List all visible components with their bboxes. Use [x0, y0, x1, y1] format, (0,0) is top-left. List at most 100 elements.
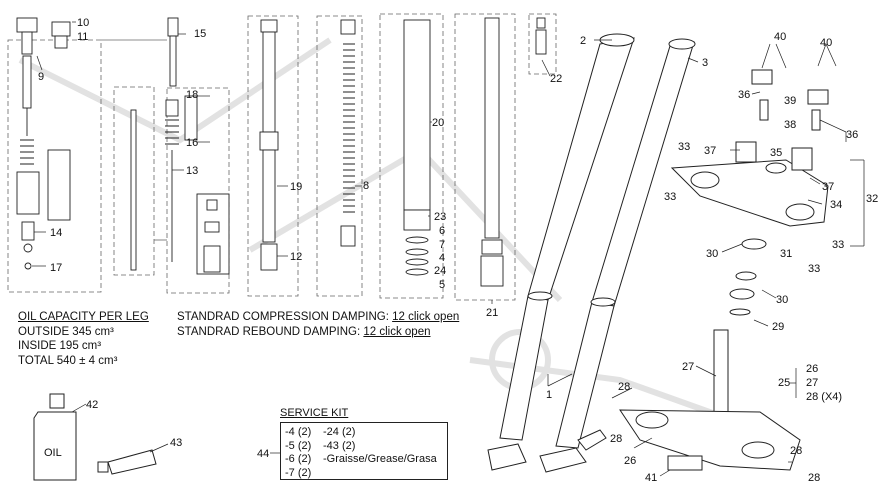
callout: 33 — [832, 239, 844, 251]
inner-cartridge — [480, 17, 547, 287]
kit-item: -24 (2) — [323, 426, 356, 438]
oil-bottle — [33, 393, 77, 481]
box-outer-tube — [379, 13, 444, 299]
callout: 24 — [434, 265, 446, 277]
callout: 39 — [784, 95, 796, 107]
callout: 28 — [790, 445, 802, 457]
kit-item: -6 (2) — [285, 453, 312, 465]
callout: 28 — [618, 381, 630, 393]
callout: 33 — [678, 141, 690, 153]
compression-damping-value: 12 click open — [392, 311, 460, 323]
outer-tube — [403, 19, 431, 276]
callout: 3 — [702, 57, 708, 69]
service-kit-table: -4 (2) -24 (2) -5 (2) -43 (2) -6 (2) -Gr… — [280, 422, 448, 480]
callout: 12 — [290, 251, 302, 263]
callout: 28 (X4) — [806, 391, 842, 403]
callout: 30 — [706, 248, 718, 260]
callout: 38 — [784, 119, 796, 131]
kit-item: -4 (2) — [285, 426, 312, 438]
callout: 37 — [822, 181, 834, 193]
leader-lines — [32, 21, 865, 477]
callout: 30 — [776, 294, 788, 306]
callout: 16 — [186, 137, 198, 149]
callout: 6 — [439, 225, 445, 237]
callout: 20 — [432, 117, 444, 129]
callout: 17 — [50, 262, 62, 274]
callout: 41 — [645, 472, 657, 484]
callout: 31 — [780, 248, 792, 260]
callout: 43 — [170, 437, 182, 449]
callout: 18 — [186, 89, 198, 101]
callout: 28 — [610, 433, 622, 445]
kit-item: -5 (2) — [285, 439, 312, 452]
compression-damping-label: STANDRAD COMPRESSION DAMPING: — [177, 311, 389, 323]
grease-tube — [97, 449, 157, 475]
callout: 40 — [774, 31, 786, 43]
damping-note: STANDRAD COMPRESSION DAMPING: 12 click o… — [177, 310, 459, 339]
box-valves — [166, 87, 230, 294]
callout: 2 — [580, 35, 586, 47]
callout: 13 — [186, 165, 198, 177]
fork-legs — [487, 33, 696, 473]
oil-bottle-label: OIL — [44, 447, 62, 459]
oil-capacity-total: TOTAL 540 ± 4 cm³ — [18, 354, 118, 367]
callout: 29 — [772, 321, 784, 333]
callout: 36 — [846, 129, 858, 141]
callout: 27 — [806, 377, 818, 389]
callout: 9 — [38, 71, 44, 83]
valve-parts — [196, 193, 230, 275]
kit-item: -7 (2) — [285, 466, 312, 479]
callout: 22 — [550, 73, 562, 85]
callout: 11 — [77, 31, 88, 43]
callout: 32 — [866, 193, 878, 205]
rebound-damping-label: STANDRAD REBOUND DAMPING: — [177, 325, 361, 338]
oil-capacity-outside: OUTSIDE 345 cm³ — [18, 325, 114, 338]
rebound-damping-value: 12 click open — [363, 325, 431, 338]
oil-capacity-inside: INSIDE 195 cm³ — [18, 340, 102, 352]
callout: 14 — [50, 227, 62, 239]
kit-item: -Graisse/Grease/Grasa — [323, 453, 437, 465]
callout: 40 — [820, 37, 832, 49]
service-kit-title: SERVICE KIT — [280, 407, 349, 419]
callout: 10 — [77, 17, 89, 29]
box-inner-cartridge — [454, 13, 516, 301]
callout: 26 — [624, 455, 636, 467]
callout: 35 — [770, 147, 782, 159]
damper-tube — [259, 19, 279, 271]
box-spring — [316, 15, 363, 297]
callout: 21 — [486, 307, 498, 319]
box-part-22 — [528, 13, 557, 75]
compression-damping-line: STANDRAD COMPRESSION DAMPING: 12 click o… — [177, 310, 459, 325]
service-kit-ref: 44 — [257, 448, 270, 460]
box-damper-tube — [247, 15, 299, 297]
callout: 4 — [439, 252, 445, 264]
kit-item: -43 (2) — [323, 439, 356, 452]
callout: 37 — [704, 145, 716, 157]
triple-clamps — [619, 69, 829, 471]
rebound-damping-line: STANDRAD REBOUND DAMPING: 12 click open — [177, 325, 459, 340]
box-cartridge-left — [7, 39, 102, 293]
callout: 36 — [738, 89, 750, 101]
oil-capacity-title: OIL CAPACITY PER LEG — [18, 311, 149, 323]
callout: 28 — [808, 472, 820, 484]
fork-spring — [340, 19, 356, 247]
callout: 7 — [439, 239, 445, 251]
callout: 34 — [830, 199, 842, 211]
callout: 8 — [363, 180, 369, 192]
callout: 15 — [194, 28, 206, 40]
callout: 27 — [682, 361, 694, 373]
callout: 23 — [434, 211, 446, 223]
callout-labels: 2 3 9 10 11 15 13 14 17 18 16 19 12 8 20… — [38, 17, 878, 484]
group-boxes — [7, 13, 557, 301]
cartridge-assembly — [16, 17, 71, 270]
callout: 19 — [290, 181, 302, 193]
service-kit: SERVICE KIT -4 (2) -24 (2) -5 (2) -43 (2… — [280, 407, 448, 480]
callout: 1 — [546, 389, 552, 401]
callout: 42 — [86, 399, 98, 411]
callout: 25 — [778, 377, 790, 389]
callout: 26 — [806, 363, 818, 375]
callout: 5 — [439, 279, 445, 291]
damper-rod — [130, 17, 198, 271]
